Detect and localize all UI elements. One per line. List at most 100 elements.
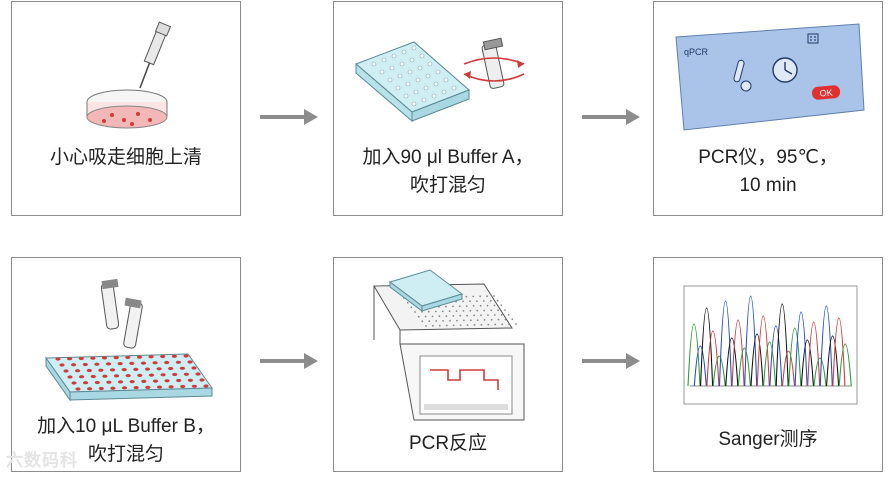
lid-hole xyxy=(469,300,471,303)
step-3-line-2: 10 min xyxy=(739,175,797,196)
well xyxy=(176,378,182,383)
chromatogram-peak xyxy=(750,333,764,387)
step-6-panel: Sanger测序 xyxy=(653,257,883,472)
lid-hole xyxy=(406,301,409,304)
well xyxy=(86,368,92,373)
lid-hole xyxy=(465,305,468,307)
thermocycler-illustration xyxy=(373,269,525,421)
lid-hole xyxy=(434,310,437,313)
well xyxy=(187,378,193,382)
well-plate-icon xyxy=(355,41,470,123)
well xyxy=(183,354,189,358)
lid-hole xyxy=(431,315,434,318)
step-1-caption: 小心吸走细胞上清 xyxy=(12,144,240,172)
chromatogram-peak xyxy=(819,305,833,387)
well xyxy=(164,379,170,383)
lid-hole xyxy=(445,305,447,308)
well xyxy=(94,380,100,385)
plate-and-tube-illustration xyxy=(355,37,525,123)
well xyxy=(117,380,124,384)
step-1-panel: 小心吸走细胞上清 xyxy=(11,1,241,216)
lid-hole xyxy=(424,315,427,318)
well xyxy=(148,373,155,377)
chromatogram-peak xyxy=(800,339,814,387)
lid-hole xyxy=(449,319,451,322)
lid-hole xyxy=(466,324,469,326)
lid-hole xyxy=(490,309,493,312)
well xyxy=(148,355,154,359)
lid-hole xyxy=(500,304,503,307)
well xyxy=(75,369,81,373)
well xyxy=(75,387,81,391)
lid-hole xyxy=(462,300,464,303)
step-4-panel: 加入10 μL Buffer B， 吹打混匀 xyxy=(11,257,241,472)
well xyxy=(195,372,201,376)
lid-hole xyxy=(473,324,476,326)
well xyxy=(199,378,205,382)
lid-hole xyxy=(414,311,416,313)
chromatogram-peak xyxy=(763,341,777,387)
chromatogram-peak xyxy=(687,323,701,387)
well xyxy=(55,357,61,361)
well xyxy=(71,381,77,385)
well xyxy=(125,355,131,359)
ok-label: OK xyxy=(819,87,833,98)
grid-icon xyxy=(807,33,819,44)
well xyxy=(140,361,147,365)
well xyxy=(136,355,143,359)
lid-hole xyxy=(417,315,420,318)
chromatogram-peak xyxy=(731,319,745,387)
chromatogram-peak xyxy=(725,337,739,387)
chromatogram-peak xyxy=(838,343,852,387)
ok-button: OK xyxy=(812,85,841,100)
well xyxy=(133,386,139,390)
lid-hole xyxy=(487,323,490,326)
lid-hole xyxy=(507,313,510,316)
device-label: qPCR xyxy=(684,47,709,57)
lid-hole xyxy=(494,323,497,326)
lid-hole xyxy=(483,319,486,321)
lid-hole xyxy=(462,310,465,312)
lid-hole xyxy=(465,295,468,298)
lid-hole xyxy=(486,304,489,307)
lid-hole xyxy=(476,309,479,312)
lid-hole xyxy=(410,306,413,309)
step-2-panel: 加入90 μl Buffer A， 吹打混匀 xyxy=(333,1,563,216)
well xyxy=(59,363,65,367)
lid-hole xyxy=(427,310,430,313)
well xyxy=(87,387,93,391)
device-screen xyxy=(675,23,865,131)
well xyxy=(63,369,69,373)
thermometer-icon xyxy=(733,59,752,92)
lid-hole xyxy=(458,305,461,308)
lid-hole xyxy=(448,310,451,313)
step-5-panel: PCR反应 xyxy=(333,257,563,472)
well xyxy=(67,357,73,361)
well xyxy=(180,384,186,389)
well xyxy=(152,379,159,383)
lid-hole xyxy=(511,318,514,321)
well xyxy=(160,354,166,359)
well xyxy=(172,372,178,377)
well xyxy=(171,354,177,358)
chromatogram-peak xyxy=(832,317,846,387)
plate-on-lid-icon xyxy=(388,269,464,312)
well xyxy=(71,363,77,367)
well xyxy=(113,356,119,360)
lid-hole xyxy=(476,300,478,302)
well xyxy=(121,368,127,372)
well xyxy=(129,380,135,384)
lid-hole xyxy=(482,300,485,302)
pcr-cycle-curve xyxy=(430,369,499,390)
step-6-caption: Sanger测序 xyxy=(654,426,882,454)
lid-hole xyxy=(496,299,499,302)
lid-hole xyxy=(486,295,488,298)
lid-hole xyxy=(493,304,496,307)
well xyxy=(110,386,116,390)
lid-hole xyxy=(432,324,434,327)
step-6-line-1: Sanger测序 xyxy=(718,429,818,450)
well xyxy=(94,362,100,366)
lid-hole xyxy=(483,309,486,312)
chromatogram-peak xyxy=(693,345,707,387)
step-1-line-1: 小心吸走细胞上清 xyxy=(49,147,202,168)
